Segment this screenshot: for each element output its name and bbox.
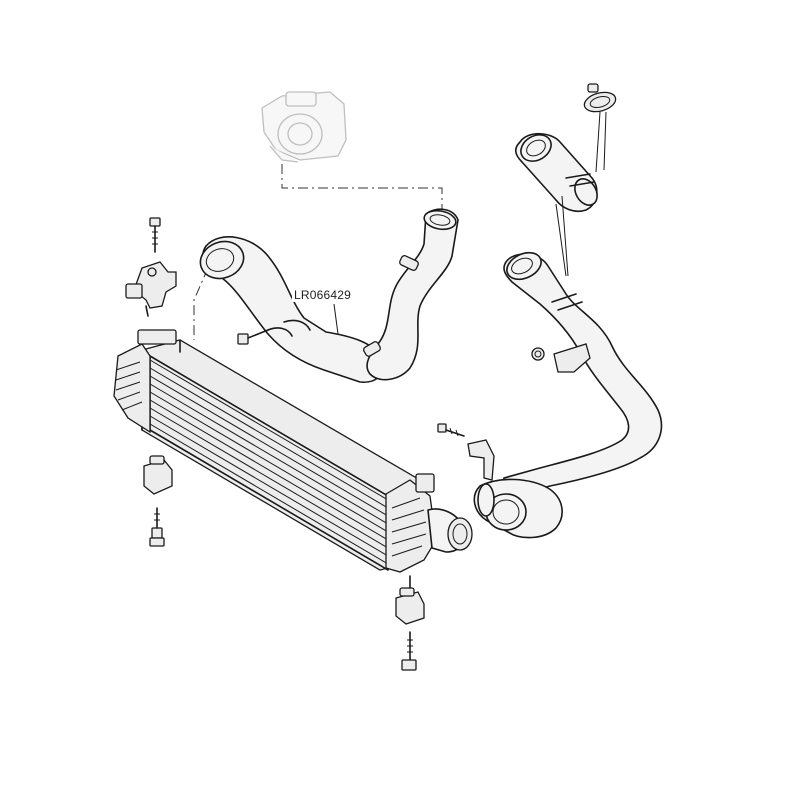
hose-bolt <box>237 329 269 345</box>
hose-clip <box>583 83 617 113</box>
right-mount-isolator <box>395 575 425 671</box>
top-left-bolt <box>149 217 161 253</box>
intercooler-core <box>113 329 473 573</box>
intercooler-fins <box>149 359 389 565</box>
hose-support-bracket <box>467 439 495 481</box>
sensor-bracket <box>125 261 177 317</box>
pipe-bracket <box>531 343 591 373</box>
center-bolt <box>437 423 465 437</box>
clip-leader-lines <box>555 111 607 277</box>
callout-leader-line <box>333 303 339 335</box>
intercooler-outlet-pipe <box>502 251 663 496</box>
left-mount-isolator <box>143 455 173 547</box>
part-number-callout[interactable]: LR066429 <box>292 288 353 302</box>
throttle-outlet-pipe <box>363 208 459 381</box>
upper-small-hose <box>514 132 598 213</box>
assembly-leader-lines <box>193 164 443 340</box>
throttle-body-ghost <box>261 91 347 163</box>
intercooler-inlet-hose <box>199 236 384 383</box>
lower-elbow-hose <box>473 478 563 539</box>
